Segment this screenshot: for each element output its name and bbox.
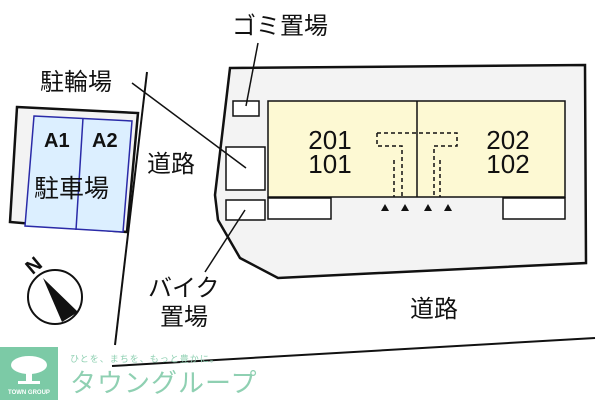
garbage-area-label: ゴミ置場 [232, 12, 328, 40]
motorbike-leader-line [204, 209, 246, 273]
road-boundary-south [111, 337, 596, 367]
logo-caption: TOWN GROUP [8, 390, 50, 396]
garbage-area-box [232, 100, 260, 117]
garbage-leader-line [245, 42, 259, 107]
unit-101: 101 [308, 149, 352, 179]
parking-slot-a1: A1 [44, 130, 70, 152]
motorbike-label-line1: バイク [148, 274, 220, 302]
outdoor-unit-right [502, 197, 566, 220]
parking-label: 駐車場 [34, 174, 110, 203]
bicycle-leader-line [131, 82, 247, 169]
unit-102: 102 [486, 149, 530, 179]
brand-name: タウングループ [70, 369, 258, 399]
bicycle-parking-label: 駐輪場 [40, 68, 112, 96]
entrance-markers [381, 204, 452, 211]
road-south-label: 道路 [410, 295, 458, 323]
tree-icon [11, 356, 47, 384]
motorbike-parking-box [225, 199, 266, 221]
unit-left-numbers: 201 101 [300, 125, 360, 179]
outdoor-unit-left [267, 197, 332, 220]
town-group-logo: TOWN GROUP [0, 347, 58, 400]
parking-lot [8, 105, 140, 234]
north-compass-icon [27, 269, 83, 325]
road-west-label: 道路 [147, 150, 195, 178]
parking-divider [75, 117, 84, 231]
motorbike-label-line2: 置場 [160, 303, 208, 331]
unit-202: 202 [486, 125, 530, 155]
road-boundary-west [114, 71, 148, 346]
stairs-outline [376, 132, 458, 197]
parking-slot-a2: A2 [92, 130, 118, 152]
unit-201: 201 [308, 125, 352, 155]
brand-tagline: ひとを、まちを、もっと豊かに。 [70, 355, 220, 365]
unit-right-numbers: 202 102 [478, 125, 538, 179]
building [267, 100, 566, 198]
